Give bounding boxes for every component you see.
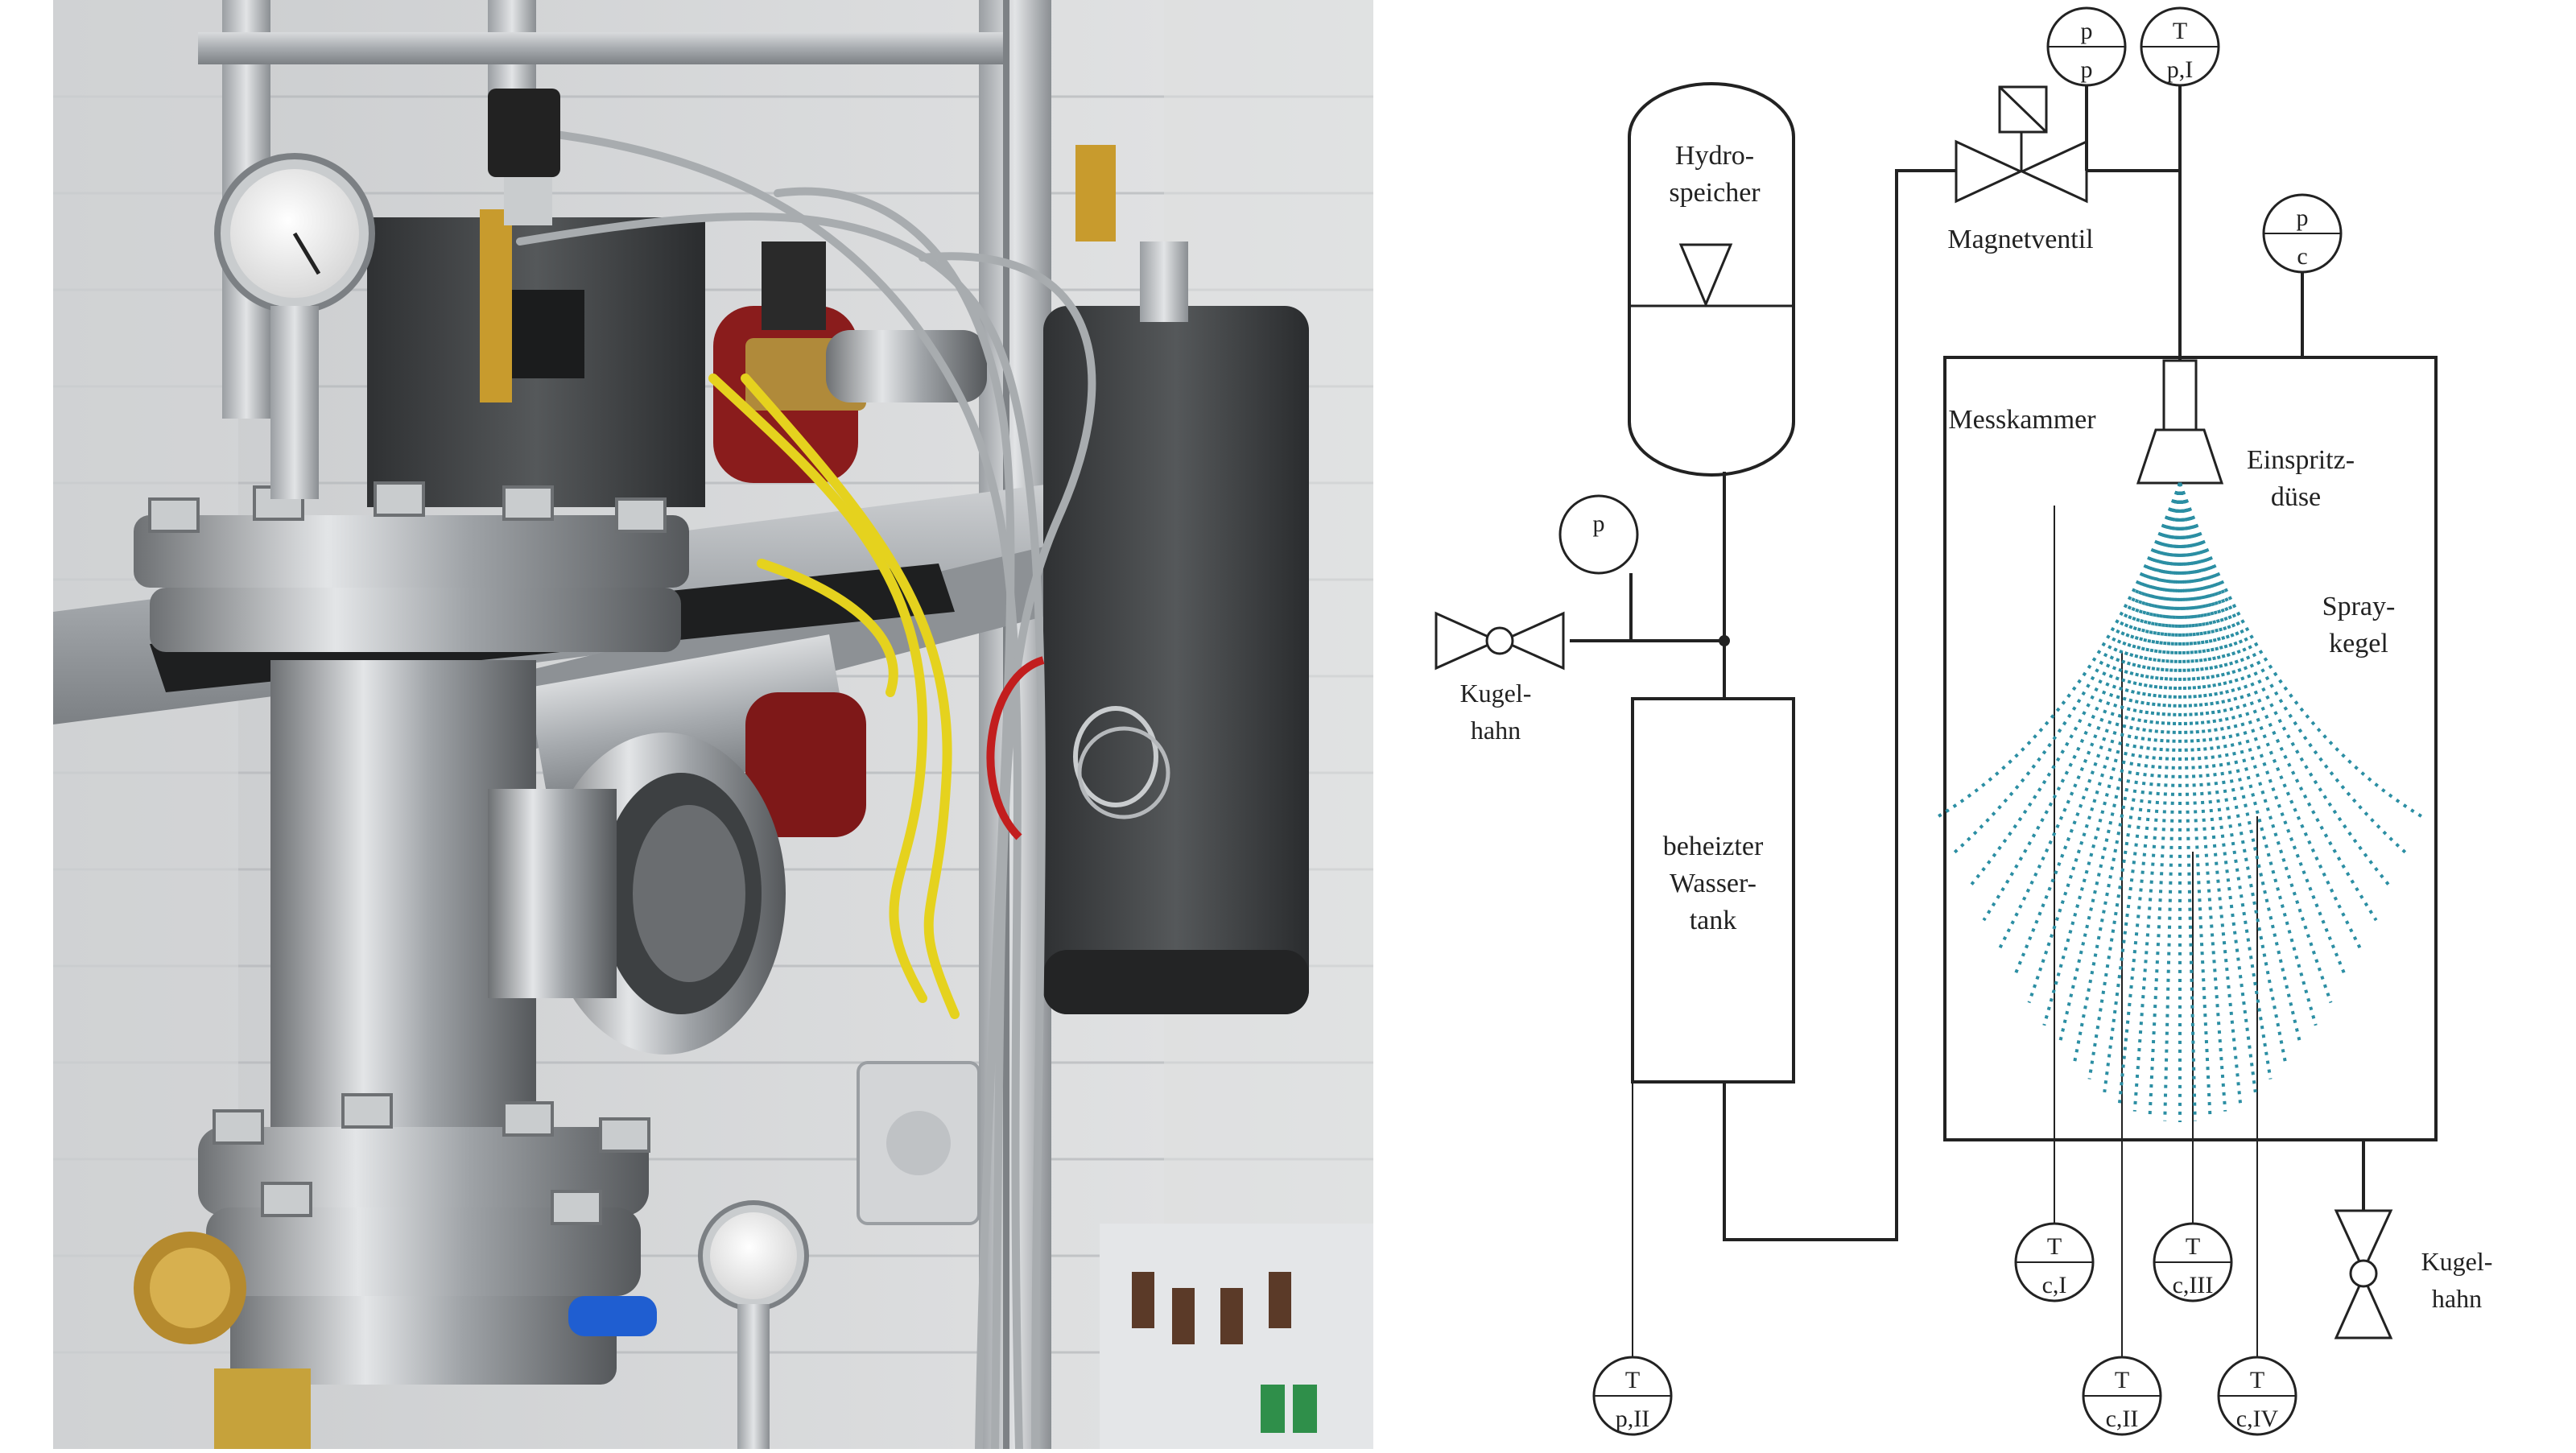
spray-line [2163, 482, 2182, 1121]
label-kugelhahn-right-2: hahn [2432, 1284, 2482, 1313]
heated-water-tank: beheizter Wasser- tank [1631, 697, 1795, 1084]
spray-line [2027, 482, 2182, 1004]
einspritzduese-icon [2136, 359, 2224, 485]
spray-line [2178, 482, 2318, 1026]
sensor-p-c: p c [2262, 193, 2343, 274]
spray-line [2178, 482, 2212, 1118]
spray-line [2072, 482, 2182, 1064]
spray-line [1952, 482, 2182, 855]
measurement-chamber: Messkammer [1943, 356, 2438, 1141]
spray-line [2178, 482, 2227, 1112]
spray-line [2118, 482, 2182, 1104]
spray-line [2042, 482, 2182, 1026]
spray-cone [1937, 482, 2423, 1122]
label-tank-1: beheizter [1663, 832, 1764, 861]
sensor-pc-bottom: c [2297, 243, 2307, 270]
sensor-pp-top: p [2081, 18, 2093, 44]
spray-line [2178, 482, 2273, 1079]
sensor-t-c4: T c,IV [2217, 1356, 2297, 1436]
junction-dot [1719, 635, 1730, 646]
magnetventil-icon [1955, 85, 2088, 204]
sensor-tcii-top: T [2115, 1367, 2129, 1393]
sensor-t-c2: T c,II [2082, 1356, 2162, 1436]
label-tank-3: tank [1690, 906, 1737, 935]
spray-line [2178, 482, 2302, 1046]
sensor-tciv-top: T [2250, 1367, 2264, 1393]
label-tank-2: Wasser- [1670, 869, 1757, 898]
spray-line [2178, 482, 2408, 855]
label-spray-1: Spray- [2322, 592, 2396, 621]
label-einspritz-2: düse [2271, 482, 2321, 512]
label-kugelhahn-left-1: Kugel- [1460, 679, 1532, 708]
label-magnetventil: Magnetventil [1947, 225, 2093, 254]
sensor-tciv-bottom: c,IV [2236, 1406, 2279, 1432]
sensor-tpii-bottom: p,II [1616, 1406, 1649, 1432]
sensor-t-p2: T p,II [1592, 1356, 1673, 1436]
sensor-t-c1: T c,I [2014, 1222, 2095, 1302]
sensor-p-single: p [1593, 510, 1605, 537]
spray-line [2178, 482, 2288, 1064]
sensor-p: p [1558, 494, 1639, 575]
spray-line [1997, 482, 2182, 951]
spray-line [2103, 482, 2182, 1093]
label-einspritz-1: Einspritz- [2247, 445, 2355, 475]
sensor-tci-bottom: c,I [2042, 1272, 2067, 1298]
spray-line [1982, 482, 2182, 922]
pipe-network [1570, 80, 2365, 1241]
kugelhahn-left-icon [1435, 611, 1565, 671]
sensor-tpi-top: T [2173, 18, 2187, 44]
spray-line [2058, 482, 2182, 1046]
sensor-tciii-top: T [2186, 1233, 2200, 1260]
sensor-t-c3: T c,III [2153, 1222, 2233, 1302]
spray-line [2148, 482, 2182, 1118]
liquid-level-icon [1678, 243, 1733, 308]
label-kugelhahn-left-2: hahn [1471, 716, 1521, 745]
spray-line [2178, 482, 2333, 1004]
hydrospeicher: Hydro- speicher [1628, 82, 1795, 477]
label-messkammer: Messkammer [1948, 405, 2096, 435]
sensor-t-p1: T p,I [2140, 6, 2220, 87]
spray-line [2178, 482, 2363, 951]
spray-line [2178, 482, 2257, 1093]
sensor-tciii-bottom: c,III [2173, 1272, 2214, 1298]
spray-line [1967, 482, 2182, 890]
label-hydrospeicher-2: speicher [1669, 178, 1761, 208]
label-hydrospeicher-1: Hydro- [1675, 141, 1754, 171]
schematic-diagram: Hydro- speicher beheizter Wasser- tank K… [1401, 0, 2560, 1449]
spray-line [2087, 482, 2182, 1079]
spray-line [2178, 482, 2348, 979]
spray-line [2178, 482, 2378, 922]
kugelhahn-right-icon [2334, 1209, 2393, 1339]
spray-line [2132, 482, 2182, 1112]
sensor-tpii-top: T [1625, 1367, 1640, 1393]
sensor-pc-top: p [2297, 204, 2309, 231]
spray-line [2178, 482, 2197, 1121]
sensor-tci-top: T [2047, 1233, 2062, 1260]
spray-line [2012, 482, 2182, 979]
test-rig-photo [53, 0, 1373, 1449]
sensor-p-p: p p [2046, 6, 2127, 87]
sensor-tcii-bottom: c,II [2106, 1406, 2139, 1432]
spray-line [2178, 482, 2242, 1104]
spray-line [2178, 482, 2393, 890]
sensor-tpi-bottom: p,I [2167, 56, 2194, 83]
sensor-pp-bottom: p [2081, 56, 2093, 83]
label-spray-2: kegel [2329, 629, 2388, 658]
label-kugelhahn-right-1: Kugel- [2421, 1247, 2493, 1276]
